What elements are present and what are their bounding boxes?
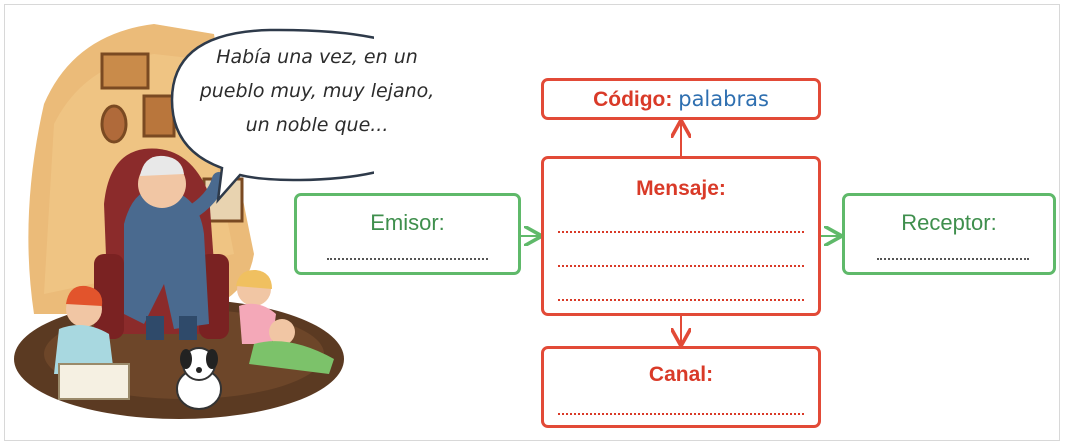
mensaje-answer-line-1[interactable] xyxy=(558,231,804,233)
codigo-label-row: Código: palabras xyxy=(544,87,818,112)
speech-line-3: un noble que... xyxy=(245,114,389,136)
emisor-box: Emisor: xyxy=(294,193,521,275)
storyteller-illustration xyxy=(14,24,374,419)
canal-answer-line[interactable] xyxy=(558,413,804,415)
emisor-answer-line[interactable] xyxy=(327,258,488,260)
codigo-label: Código: xyxy=(593,88,673,111)
mensaje-answer-line-2[interactable] xyxy=(558,265,804,267)
mensaje-answer-line-3[interactable] xyxy=(558,299,804,301)
speech-line-1: Había una vez, en un xyxy=(216,46,418,68)
mensaje-label: Mensaje: xyxy=(636,177,726,200)
open-book xyxy=(58,363,130,400)
canal-label: Canal: xyxy=(648,363,714,386)
receptor-label: Receptor: xyxy=(901,210,997,235)
receptor-box: Receptor: xyxy=(842,193,1056,275)
speech-line-2: pueblo muy, muy lejano, xyxy=(199,80,435,102)
emisor-label: Emisor: xyxy=(370,210,445,235)
mensaje-box: Mensaje: xyxy=(541,156,821,316)
codigo-value: palabras xyxy=(678,87,769,111)
wall-picture xyxy=(100,52,150,90)
speech-bubble-text: Había una vez, en un pueblo muy, muy lej… xyxy=(182,40,452,142)
speech-bubble xyxy=(170,28,374,204)
codigo-box: Código: palabras xyxy=(541,78,821,120)
receptor-answer-line[interactable] xyxy=(877,258,1029,260)
canal-box: Canal: xyxy=(541,346,821,428)
grandfather xyxy=(124,188,209,329)
